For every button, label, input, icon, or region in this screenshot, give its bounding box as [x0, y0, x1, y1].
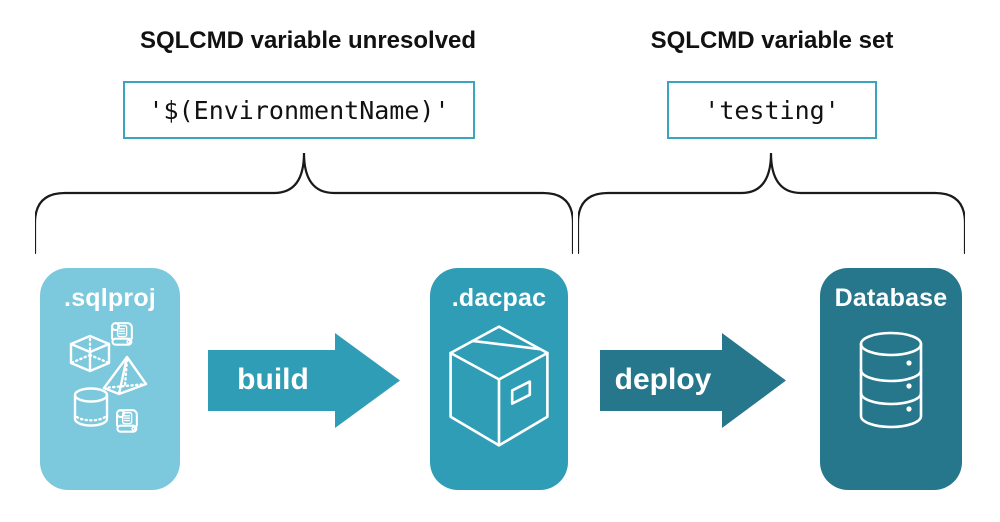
heading-sqlcmd-unresolved: SQLCMD variable unresolved	[139, 27, 477, 54]
code-box-environment-name: '$(EnvironmentName)'	[123, 81, 475, 139]
build-arrow-label: build	[237, 363, 309, 396]
scroll-icon	[110, 322, 133, 346]
deploy-arrow-label: deploy	[614, 363, 712, 396]
curly-brace-right	[578, 152, 965, 255]
code-text-environment-name: '$(EnvironmentName)'	[148, 95, 450, 125]
cylinder-icon	[73, 387, 109, 427]
node-dacpac: .dacpac	[430, 268, 568, 490]
build-arrow	[208, 333, 400, 428]
heading-sqlcmd-set: SQLCMD variable set	[650, 27, 894, 54]
package-icon	[449, 325, 549, 447]
database-icon	[859, 331, 923, 429]
code-box-testing: 'testing'	[667, 81, 877, 139]
node-database: Database	[820, 268, 962, 490]
deploy-arrow	[600, 333, 786, 428]
node-database-label: Database	[834, 284, 948, 312]
pyramid-icon	[102, 355, 148, 396]
node-sqlproj-label: .sqlproj	[64, 284, 156, 312]
node-dacpac-label: .dacpac	[451, 284, 547, 312]
node-sqlproj: .sqlproj	[40, 268, 180, 490]
scroll-icon	[115, 409, 138, 433]
curly-brace-left	[35, 152, 573, 255]
cube-icon	[69, 334, 111, 373]
code-text-testing: 'testing'	[704, 95, 840, 125]
